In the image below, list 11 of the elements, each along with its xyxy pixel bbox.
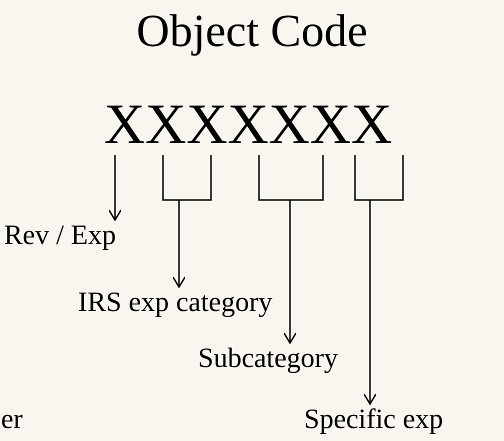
category-label: Rev / Exp bbox=[4, 222, 116, 250]
code-text: XXXXXXX bbox=[104, 96, 392, 153]
arrow bbox=[258, 154, 324, 344]
category-label: Subcategory bbox=[198, 345, 338, 373]
category-label: IRS exp category bbox=[78, 289, 272, 317]
category-label: Specific exp bbox=[304, 406, 444, 434]
title: Object Code bbox=[135, 8, 369, 54]
arrow bbox=[354, 154, 404, 405]
cut-off-text: er bbox=[1, 406, 23, 434]
arrow bbox=[108, 155, 122, 221]
arrow bbox=[162, 154, 212, 288]
